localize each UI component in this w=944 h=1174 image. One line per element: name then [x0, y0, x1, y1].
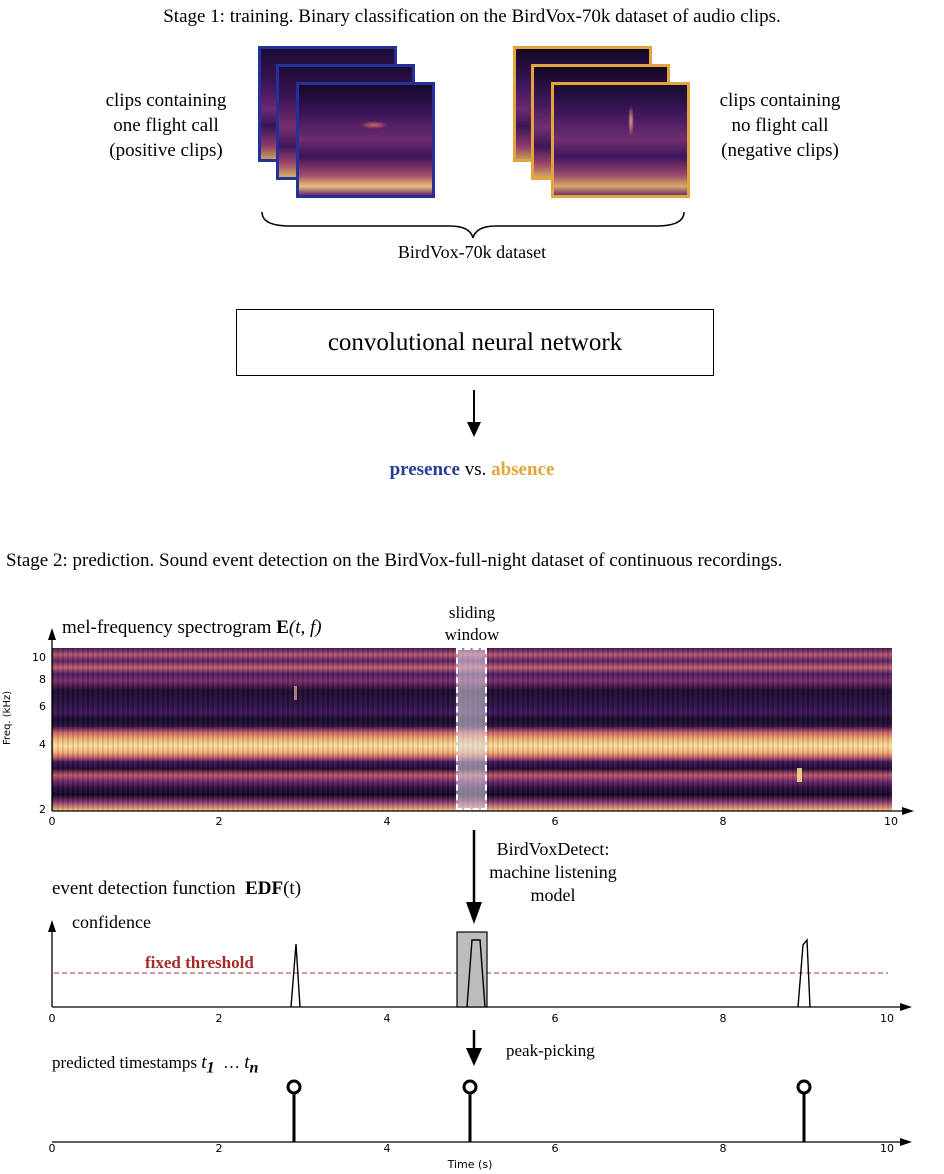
x-tick-label: 0: [48, 1142, 56, 1155]
model-arrowhead: [466, 902, 482, 924]
positive-clip-thumbnail: [296, 82, 435, 198]
x-axis-label: Time (s): [447, 1158, 493, 1171]
x-tick-label: 10: [880, 1012, 894, 1025]
presence-label: presence: [389, 459, 460, 480]
spectrogram-title-symbol: E: [276, 617, 289, 638]
dataset-brace: [261, 211, 685, 239]
edf-title: event detection function EDF(t): [52, 878, 301, 900]
x-tick-label: 2: [215, 1012, 223, 1025]
timestamp-marker: [286, 1079, 302, 1095]
x-tick-label: 8: [719, 1012, 727, 1025]
edf-peak: [290, 943, 301, 1008]
spectrogram-y-arrowhead: [48, 628, 56, 640]
timestamp-marker: [462, 1079, 478, 1095]
timestamp-tn: t: [244, 1052, 250, 1073]
cnn-label: convolutional neural network: [327, 328, 623, 356]
timestamps-title: predicted timestamps t1 … tn: [52, 1052, 258, 1077]
edf-y-arrowhead: [48, 920, 56, 932]
vs-label: vs.: [459, 459, 492, 480]
positive-clips-label: clips containing one flight call (positi…: [105, 90, 227, 161]
dataset-label: BirdVox-70k dataset: [397, 242, 547, 262]
timestamp-marker: [796, 1079, 812, 1095]
spectrogram-title-prefix: mel-frequency spectrogram: [62, 617, 277, 638]
peak-picking-label: peak-picking: [506, 1041, 595, 1060]
timestamp-subn: n: [249, 1059, 259, 1077]
x-tick-label: 2: [215, 1142, 223, 1155]
negative-clips-label: clips containing no flight call (negativ…: [719, 90, 841, 161]
spectrogram-event-mark: [797, 768, 802, 782]
x-tick-label: 0: [48, 1012, 56, 1025]
sliding-window: [456, 648, 487, 810]
edf-title-symbol: EDF: [245, 878, 284, 899]
y-tick-label: 10: [32, 651, 46, 664]
positive-clip-stack: [258, 46, 438, 198]
timestamp-sub1: 1: [206, 1059, 215, 1077]
sliding-window-label: sliding window: [444, 603, 500, 644]
x-tick-label: 4: [383, 815, 391, 828]
y-tick-label: 2: [39, 803, 46, 816]
x-tick-label: 8: [719, 815, 727, 828]
spectrogram-title-args: (t, f): [288, 617, 322, 638]
spectrogram-event-mark: [294, 686, 297, 700]
timestamp-t1: t: [201, 1052, 207, 1073]
y-tick-label: 8: [39, 673, 46, 686]
x-tick-label: 4: [383, 1012, 391, 1025]
edf-title-prefix: event detection function: [52, 878, 246, 899]
x-tick-label: 6: [551, 1142, 559, 1155]
edf-peak: [466, 939, 486, 1008]
x-tick-label: 10: [884, 815, 898, 828]
stage2-title: Stage 2: prediction. Sound event detecti…: [6, 550, 783, 571]
negative-clip-stack: [513, 46, 693, 198]
x-tick-label: 2: [215, 815, 223, 828]
timestamps-ellipsis: …: [214, 1053, 245, 1072]
spectrogram-title: mel-frequency spectrogram E(t, f): [62, 617, 322, 639]
edf-peak: [797, 938, 811, 1008]
y-tick-label: 6: [39, 700, 46, 713]
x-tick-label: 6: [551, 1012, 559, 1025]
peak-picking-arrowhead: [466, 1048, 482, 1066]
x-tick-label: 8: [719, 1142, 727, 1155]
cnn-box: convolutional neural network: [236, 309, 714, 376]
absence-label: absence: [491, 459, 555, 480]
confidence-label: confidence: [72, 912, 151, 932]
x-tick-label: 0: [48, 815, 56, 828]
y-tick-label: 4: [39, 738, 46, 751]
threshold-label: fixed threshold: [145, 953, 254, 972]
result-line: presence vs. absence: [0, 459, 944, 481]
timestamps-title-prefix: predicted timestamps: [52, 1053, 202, 1072]
model-label: BirdVoxDetect: machine listening model: [489, 839, 617, 905]
x-tick-label: 6: [551, 815, 559, 828]
stage1-title: Stage 1: training. Binary classification…: [163, 6, 781, 27]
timestamps-x-arrowhead: [900, 1138, 912, 1146]
cnn-output-arrowhead: [467, 422, 481, 437]
spectrogram-x-arrowhead: [902, 807, 914, 815]
x-tick-label: 10: [880, 1142, 894, 1155]
edf-x-arrowhead: [900, 1003, 912, 1011]
negative-clip-thumbnail: [551, 82, 690, 198]
x-tick-label: 4: [383, 1142, 391, 1155]
edf-title-args: (t): [283, 878, 302, 899]
